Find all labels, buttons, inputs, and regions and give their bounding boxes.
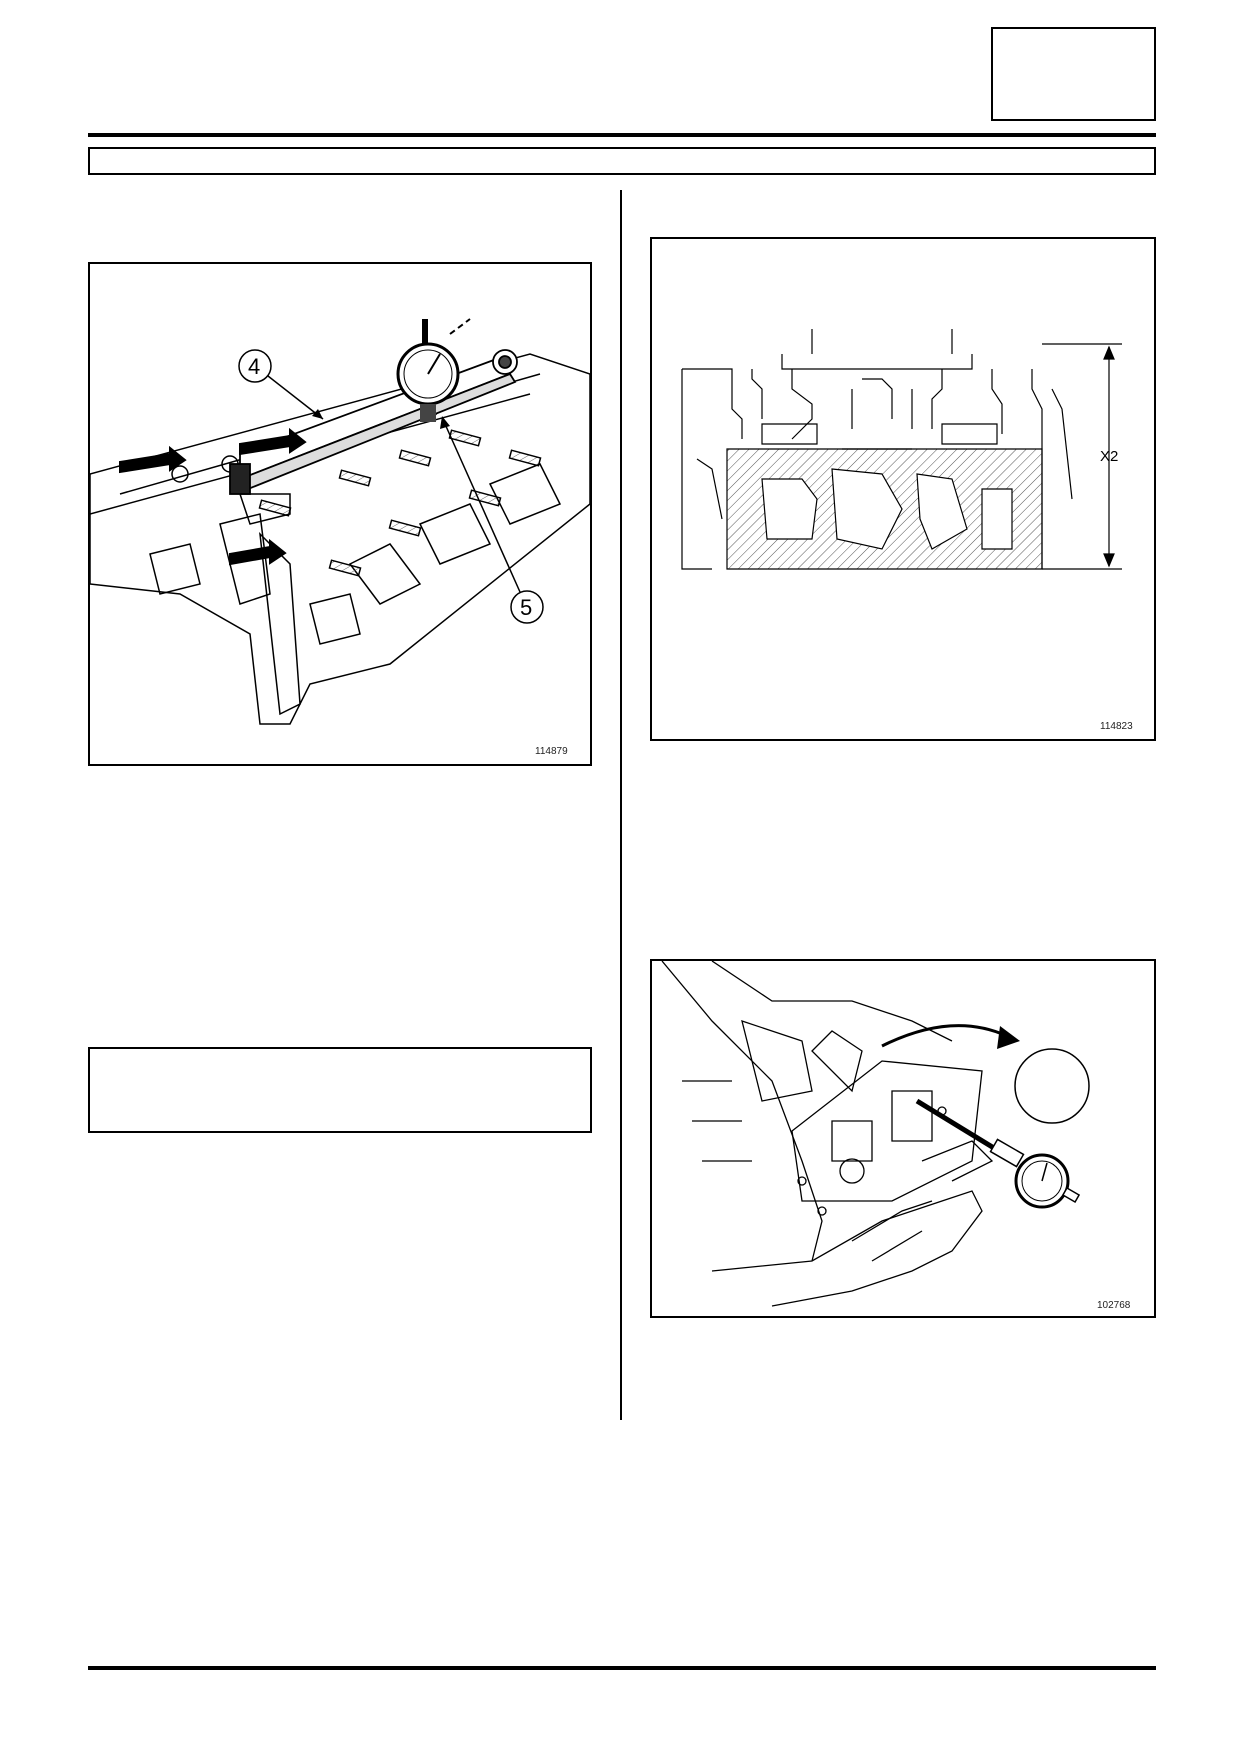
dial-gauge-icon	[396, 318, 471, 422]
hand-gauge-drawing: 102768	[661, 961, 1131, 1311]
callout-4: 4	[248, 354, 260, 379]
cylinder-head-drawing: 4 5 114879	[90, 318, 590, 757]
figure-id: 114823	[1100, 721, 1133, 732]
figure-id: 102768	[1097, 1300, 1131, 1311]
footer-rule	[88, 1666, 1156, 1670]
header-rule	[88, 133, 1156, 137]
column-divider	[620, 190, 622, 1420]
page-number-box	[991, 27, 1156, 121]
note-box	[88, 1047, 592, 1133]
figure-cylinder-head-gauge: 4 5 114879	[88, 262, 592, 766]
figure-id: 114879	[535, 746, 568, 757]
section-title-box	[88, 147, 1156, 175]
callout-5: 5	[520, 595, 532, 620]
section-drawing: X2 114823	[681, 329, 1133, 732]
figure-hand-gauge: 102768	[650, 959, 1156, 1318]
figure-cross-section: X2 114823	[650, 237, 1156, 741]
dimension-label: X2	[1100, 448, 1118, 465]
